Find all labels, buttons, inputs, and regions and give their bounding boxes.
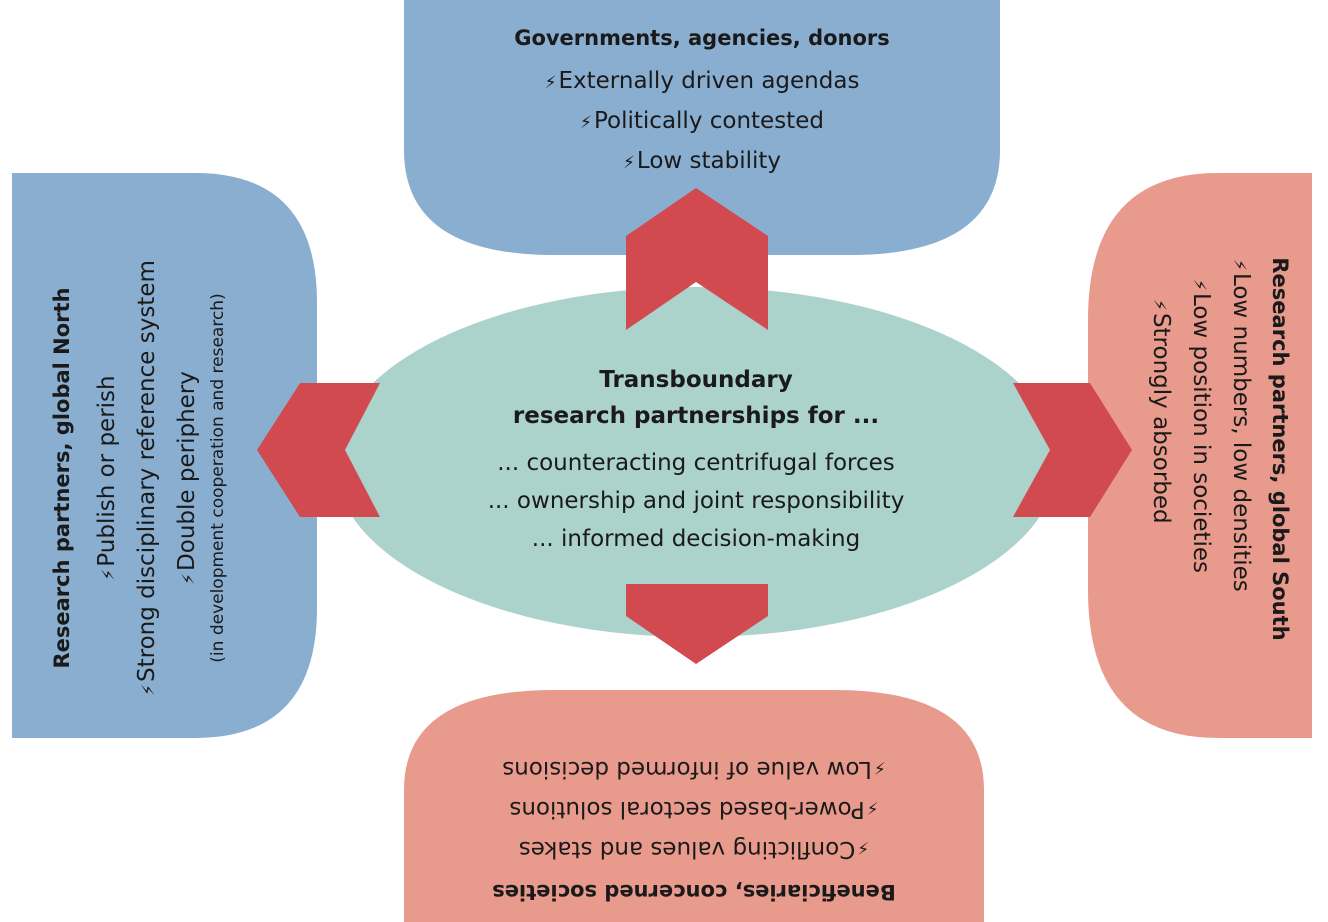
lightning-icon: ⚡︎: [857, 837, 870, 857]
top-title: Governments, agencies, donors: [514, 26, 890, 50]
left-item-2: ⚡︎Strong disciplinary reference system: [134, 260, 160, 696]
left-panel: Research partners, global North ⚡︎Publis…: [50, 198, 290, 758]
center-ellipse: [334, 287, 1058, 637]
center-panel: Transboundary research partnerships for …: [396, 362, 996, 558]
arrow-down: [626, 584, 768, 664]
right-actor-shape: [1088, 173, 1312, 738]
top-item-2: ⚡︎Politically contested: [580, 108, 824, 134]
bottom-item-2: ⚡︎Power-based sectoral solutions: [509, 796, 879, 822]
left-title: Research partners, global North: [50, 287, 74, 669]
center-title-line2: research partnerships for ...: [512, 403, 880, 429]
lightning-icon: ⚡︎: [139, 683, 159, 696]
right-title: Research partners, global South: [1268, 257, 1292, 641]
left-note: (in development cooperation and research…: [208, 293, 228, 663]
lightning-icon: ⚡︎: [580, 113, 592, 133]
bottom-item-3: ⚡︎Low value of informed decisions: [502, 756, 886, 782]
left-actor-shape: [12, 173, 317, 738]
bottom-panel: Beneficiaries, concerned societies ⚡︎Con…: [404, 722, 984, 904]
right-item-3: ⚡︎Strongly absorbed: [1148, 299, 1174, 524]
right-item-1: ⚡︎Low numbers, low densities: [1228, 259, 1254, 592]
right-item-2: ⚡︎Low position in societies: [1188, 279, 1214, 574]
center-item-3: ... informed decision-making: [531, 526, 861, 552]
right-panel: Research partners, global South ⚡︎Low nu…: [1072, 189, 1292, 709]
lightning-icon: ⚡︎: [1149, 299, 1169, 311]
top-item-3: ⚡︎Low stability: [622, 148, 782, 174]
lightning-icon: ⚡︎: [179, 572, 199, 585]
center-item-2: ... ownership and joint responsibility: [487, 488, 905, 514]
lightning-icon: ⚡︎: [544, 73, 557, 93]
left-item-1: ⚡︎Publish or perish: [94, 375, 120, 581]
lightning-icon: ⚡︎: [99, 568, 119, 581]
bottom-actor-shape: [404, 690, 984, 922]
lightning-icon: ⚡︎: [873, 757, 886, 777]
bottom-item-1: ⚡︎Conflicting values and stakes: [518, 836, 870, 862]
left-item-3: ⚡︎Double periphery: [174, 371, 200, 585]
arrow-left: [257, 383, 380, 517]
center-title-line1: Transboundary: [599, 367, 793, 393]
top-item-1: ⚡︎Externally driven agendas: [544, 68, 860, 94]
arrow-right: [1013, 383, 1132, 517]
lightning-icon: ⚡︎: [1229, 259, 1249, 271]
top-panel: Governments, agencies, donors ⚡︎External…: [404, 26, 1000, 182]
top-actor-shape: [404, 0, 1000, 255]
arrow-up: [626, 188, 768, 330]
lightning-icon: ⚡︎: [866, 797, 879, 817]
bottom-title: Beneficiaries, concerned societies: [492, 880, 896, 904]
center-item-1: ... counteracting centrifugal forces: [497, 450, 895, 476]
lightning-icon: ⚡︎: [1189, 279, 1209, 291]
lightning-icon: ⚡︎: [622, 153, 635, 173]
